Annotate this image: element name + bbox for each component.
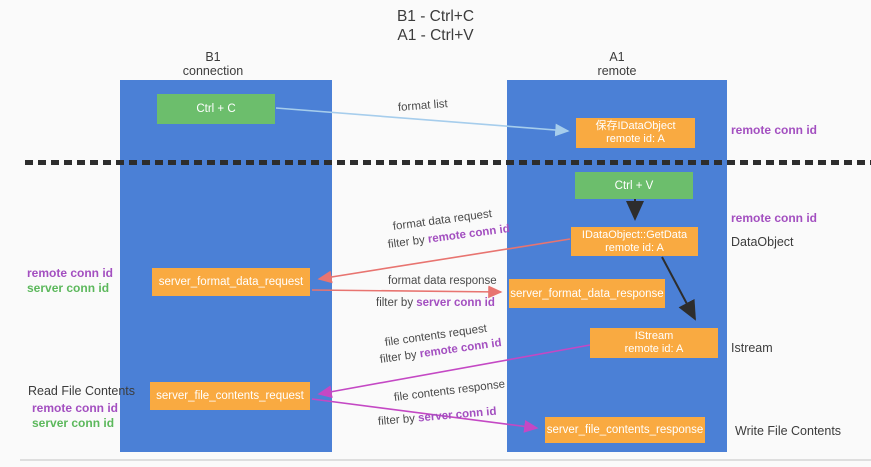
server-file-contents-response-box: server_file_contents_response: [545, 417, 705, 443]
server-format-data-request-box: server_format_data_request: [152, 268, 310, 296]
format-data-response-filter-label: filter by server conn id: [376, 297, 495, 309]
left-server-conn-id-label-bottom: server conn id: [32, 416, 115, 430]
format-list-arrow-label: format list: [397, 98, 449, 114]
dataobject-label: DataObject: [731, 235, 794, 249]
diagram-title: B1 - Ctrl+C A1 - Ctrl+V: [0, 7, 871, 45]
column-b1-name: B1: [205, 50, 221, 64]
server-conn-id-text: server conn id: [417, 405, 497, 425]
ctrl-v-box: Ctrl + V: [575, 172, 693, 199]
server-format-data-response-box: server_format_data_response: [509, 279, 665, 308]
filter-by-text: filter by: [387, 233, 429, 251]
write-file-contents-label: Write File Contents: [735, 424, 842, 438]
save-idataobject-label: 保存IDataObject: [595, 120, 676, 132]
file-contents-response-filter-label: filter by server conn id: [377, 406, 496, 428]
column-a1-subtitle: remote: [597, 64, 637, 78]
right-remote-conn-id-label-top: remote conn id: [731, 123, 818, 137]
istream-remote-id: remote id: A: [624, 343, 684, 355]
server-file-contents-response-label: server_file_contents_response: [546, 424, 704, 436]
istream-label: IStream: [634, 330, 674, 342]
ctrl-v-label: Ctrl + V: [614, 179, 654, 192]
server-file-contents-request-box: server_file_contents_request: [150, 382, 310, 410]
title-line-2: A1 - Ctrl+V: [397, 27, 474, 44]
idataobject-getdata-remote-id: remote id: A: [605, 241, 664, 254]
read-file-contents-label: Read File Contents: [28, 384, 136, 398]
title-line-1: B1 - Ctrl+C: [396, 8, 475, 25]
ctrl-c-box: Ctrl + C: [157, 94, 275, 124]
file-contents-response-arrow-label: file contents response: [393, 378, 506, 404]
save-idataobject-remote-id: remote id: A: [606, 133, 665, 145]
filter-by-text: filter by: [376, 297, 417, 309]
istream-box: IStream remote id: A: [590, 328, 718, 358]
filter-by-text: filter by: [379, 348, 421, 366]
server-conn-id-text: server conn id: [416, 297, 495, 309]
right-remote-conn-id-label-mid: remote conn id: [731, 211, 818, 225]
idataobject-getdata-box: IDataObject::GetData remote id: A: [571, 227, 698, 256]
format-data-response-arrow-label: format data response: [388, 275, 497, 287]
column-a1-name: A1: [609, 50, 625, 64]
column-header-b1-connection: B1 connection: [133, 50, 293, 78]
ctrl-c-label: Ctrl + C: [196, 103, 236, 115]
session-divider-dashed-line: [25, 160, 871, 165]
left-remote-conn-id-label-top: remote conn id: [27, 266, 114, 280]
left-server-conn-id-label-top: server conn id: [27, 281, 110, 295]
format-data-response-arrow: [311, 285, 503, 299]
column-b1-subtitle: connection: [182, 64, 244, 78]
column-header-a1-remote: A1 remote: [537, 50, 697, 78]
server-file-contents-request-label: server_file_contents_request: [156, 390, 304, 402]
istream-side-label: Istream: [731, 341, 773, 355]
save-idataobject-box: 保存IDataObject remote id: A: [576, 118, 695, 148]
server-format-data-response-label: server_format_data_response: [510, 287, 664, 300]
left-remote-conn-id-label-bottom: remote conn id: [32, 401, 119, 415]
server-format-data-request-label: server_format_data_request: [158, 276, 304, 288]
bottom-divider: [20, 459, 871, 461]
filter-by-text: filter by: [377, 412, 419, 428]
idataobject-getdata-label: IDataObject::GetData: [581, 228, 688, 241]
